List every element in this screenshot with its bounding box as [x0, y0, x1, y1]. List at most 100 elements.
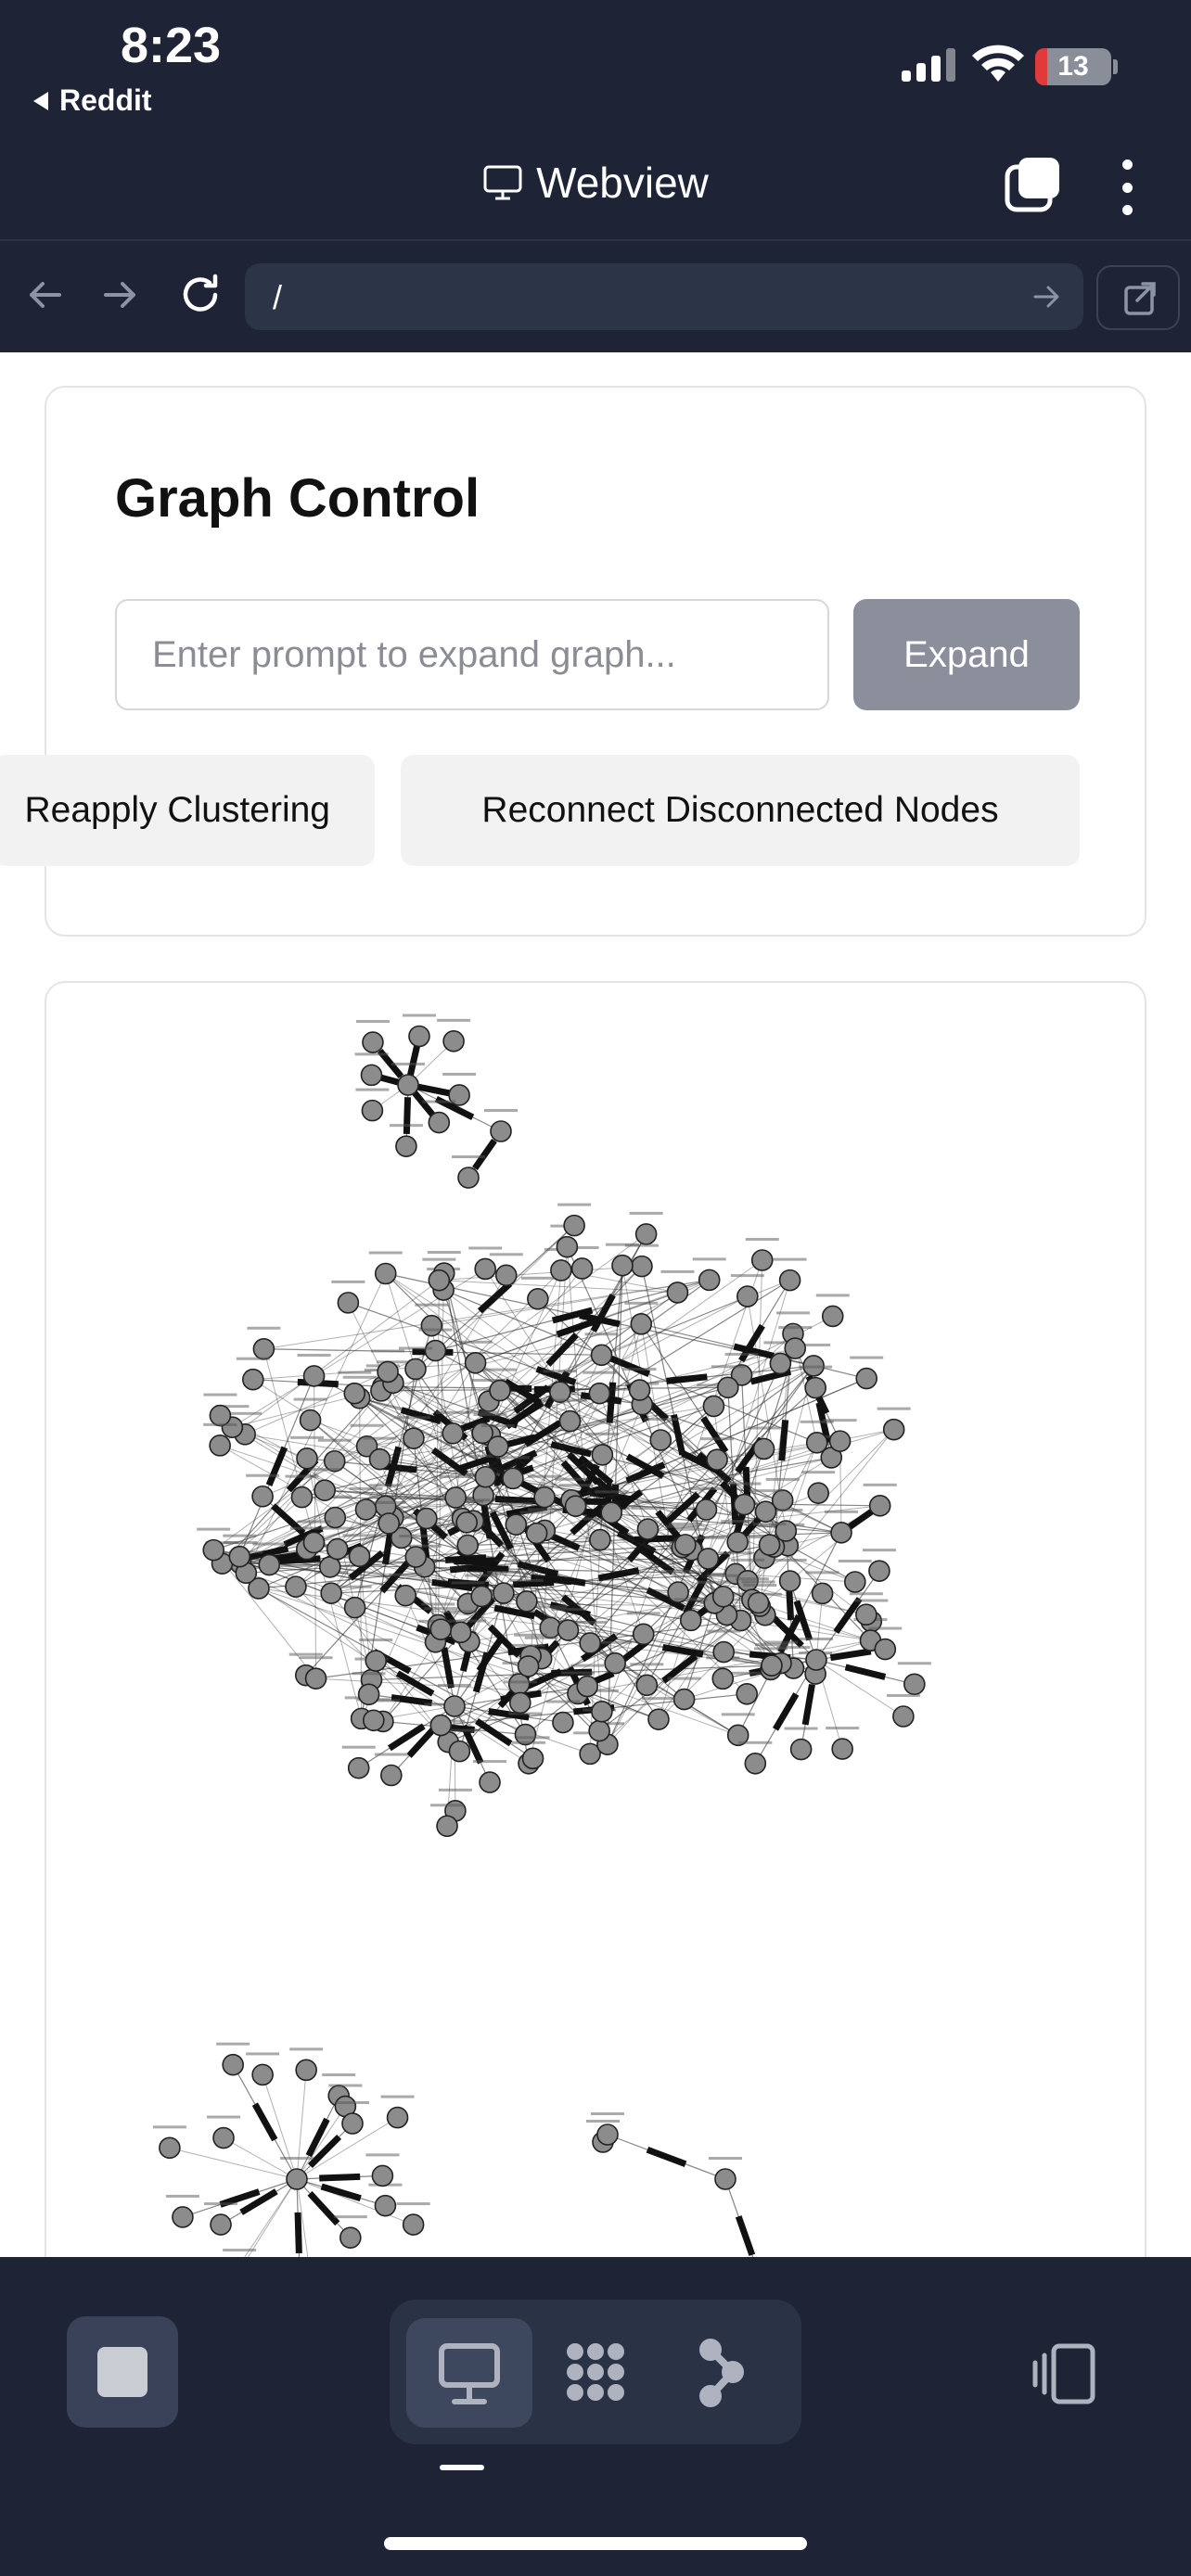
graph-node[interactable]	[228, 1545, 251, 1568]
graph-node[interactable]	[258, 1553, 281, 1576]
graph-node[interactable]	[285, 1575, 307, 1598]
graph-node[interactable]	[758, 1534, 781, 1556]
graph-node[interactable]	[769, 1352, 792, 1375]
graph-node[interactable]	[357, 1683, 380, 1706]
graph-canvas-card[interactable]	[45, 981, 1146, 2257]
graph-node[interactable]	[564, 1495, 587, 1517]
graph-node[interactable]	[733, 1493, 756, 1516]
graph-node[interactable]	[449, 1621, 472, 1644]
graph-node[interactable]	[444, 1486, 467, 1509]
graph-node[interactable]	[525, 1522, 548, 1545]
graph-node[interactable]	[761, 1654, 783, 1677]
graph-node[interactable]	[844, 1571, 866, 1593]
graph-node[interactable]	[286, 2168, 308, 2190]
graph-node[interactable]	[697, 1548, 720, 1570]
graph-node[interactable]	[474, 1257, 496, 1281]
graph-node[interactable]	[509, 1691, 531, 1715]
graph-node[interactable]	[563, 1214, 585, 1237]
graph-node[interactable]	[600, 1501, 623, 1524]
arrow-right-icon[interactable]	[95, 269, 147, 321]
graph-node[interactable]	[750, 1249, 774, 1271]
graph-node[interactable]	[355, 1435, 378, 1458]
graph-node[interactable]	[550, 1259, 572, 1282]
graph-node[interactable]	[378, 1512, 401, 1535]
graph-node[interactable]	[320, 1582, 342, 1604]
graph-node[interactable]	[470, 1585, 493, 1608]
graph-node[interactable]	[589, 1528, 611, 1551]
arrow-left-icon[interactable]	[19, 269, 70, 321]
graph-node[interactable]	[222, 2053, 245, 2076]
graph-node[interactable]	[516, 1590, 538, 1613]
graph-node[interactable]	[404, 1546, 428, 1568]
graph-node[interactable]	[558, 1409, 582, 1433]
url-bar[interactable]: /	[245, 263, 1083, 330]
graph-node[interactable]	[632, 1623, 655, 1646]
graph-node[interactable]	[747, 1591, 770, 1614]
reapply-clustering-button[interactable]: Reapply Clustering	[0, 755, 375, 866]
graph-node[interactable]	[323, 1449, 346, 1473]
graph-node[interactable]	[252, 1337, 275, 1360]
graph-node[interactable]	[831, 1738, 853, 1760]
graph-node[interactable]	[374, 1262, 397, 1285]
graph-node[interactable]	[505, 1513, 528, 1536]
graph-node[interactable]	[489, 1379, 511, 1402]
graph-node[interactable]	[635, 1674, 659, 1697]
graph-node[interactable]	[805, 1432, 828, 1454]
graph-node[interactable]	[479, 1771, 501, 1793]
tab-desktop[interactable]	[406, 2318, 532, 2428]
graph-node[interactable]	[611, 1254, 634, 1277]
graph-node[interactable]	[811, 1582, 834, 1605]
graph-node[interactable]	[341, 2112, 364, 2135]
graph-node[interactable]	[471, 1422, 493, 1445]
graph-node[interactable]	[428, 1111, 451, 1134]
graph-node[interactable]	[487, 1435, 509, 1458]
graph-node[interactable]	[416, 1507, 438, 1530]
graph-node[interactable]	[576, 1675, 599, 1698]
graph-node[interactable]	[570, 1257, 594, 1280]
graph-node[interactable]	[448, 1740, 471, 1763]
graph-node[interactable]	[588, 1382, 611, 1405]
graph-node[interactable]	[324, 1506, 347, 1529]
expand-button[interactable]: Expand	[853, 599, 1080, 710]
graph-node[interactable]	[448, 1084, 470, 1106]
graph-node[interactable]	[212, 2126, 235, 2149]
graph-node[interactable]	[711, 1585, 735, 1608]
graph-node[interactable]	[892, 1705, 915, 1728]
graph-node[interactable]	[628, 1379, 651, 1401]
graph-node[interactable]	[457, 1167, 480, 1189]
graph-node[interactable]	[296, 1447, 318, 1470]
graph-node[interactable]	[736, 1683, 759, 1705]
graph-node[interactable]	[784, 1337, 807, 1359]
graph-node[interactable]	[374, 2194, 397, 2217]
graph-node[interactable]	[667, 1581, 689, 1603]
graph-node[interactable]	[428, 1269, 451, 1292]
graph-node[interactable]	[630, 1313, 653, 1335]
graph-node[interactable]	[752, 1437, 775, 1460]
graph-node[interactable]	[714, 2168, 736, 2190]
graph-node[interactable]	[251, 2063, 274, 2086]
graph-node[interactable]	[304, 1667, 327, 1690]
graph-node[interactable]	[855, 1367, 878, 1390]
graph-node[interactable]	[634, 1223, 658, 1245]
graph-node[interactable]	[679, 1609, 702, 1632]
graph-node[interactable]	[549, 1381, 571, 1403]
tabs-icon[interactable]	[1004, 156, 1061, 213]
graph-node[interactable]	[736, 1285, 759, 1307]
graph-node[interactable]	[394, 1584, 417, 1607]
graph-node[interactable]	[647, 1708, 670, 1730]
graph-node[interactable]	[674, 1534, 697, 1556]
graph-node[interactable]	[868, 1560, 890, 1582]
graph-node[interactable]	[698, 1269, 721, 1292]
graph-node[interactable]	[517, 1655, 540, 1677]
graph-node[interactable]	[343, 1596, 366, 1619]
graph-node[interactable]	[552, 1711, 574, 1734]
stop-button[interactable]	[67, 2316, 178, 2428]
graph-node[interactable]	[339, 2226, 362, 2249]
go-arrow-icon[interactable]	[1030, 280, 1063, 313]
external-link-button[interactable]	[1096, 265, 1180, 330]
graph-node[interactable]	[442, 1030, 465, 1052]
graph-node[interactable]	[493, 1582, 515, 1604]
graph-node[interactable]	[711, 1667, 735, 1690]
graph-node[interactable]	[591, 1444, 614, 1466]
graph-node[interactable]	[290, 1486, 314, 1509]
